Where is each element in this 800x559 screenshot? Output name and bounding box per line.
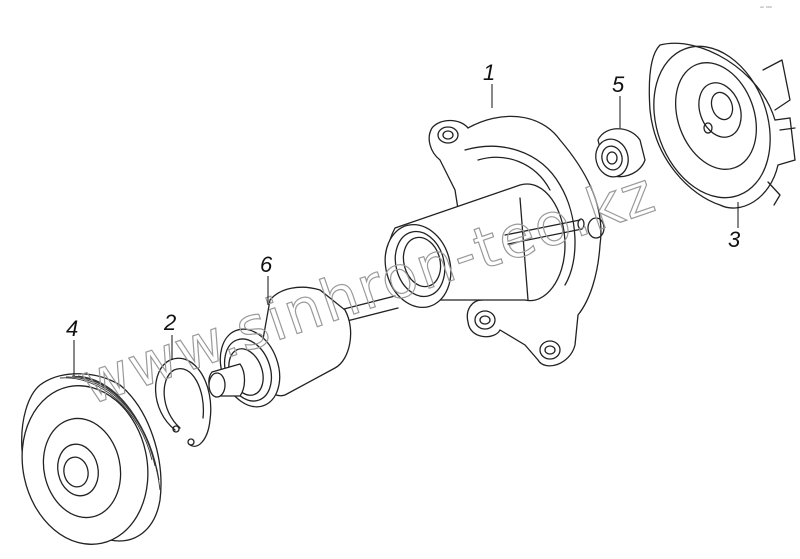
impeller (648, 42, 796, 209)
seal (595, 128, 646, 178)
callout-1: 1 (483, 60, 495, 108)
callout-6: 6 (260, 252, 273, 305)
pulley (21, 373, 162, 545)
callout-4: 4 (66, 316, 78, 376)
pump-housing (384, 115, 605, 367)
callout-label-5: 5 (612, 72, 625, 97)
callout-label-4: 4 (66, 316, 78, 341)
callout-2: 2 (163, 310, 176, 360)
callout-label-1: 1 (483, 60, 495, 85)
bearing-shaft (208, 286, 399, 408)
callout-label-6: 6 (260, 252, 273, 277)
callout-label-2: 2 (163, 310, 176, 335)
retaining-ring (154, 357, 212, 447)
callout-3: 3 (728, 202, 741, 252)
corner-mark: ᵃᵇ ⁰⁰⁰ (760, 6, 772, 12)
callout-5: 5 (612, 72, 625, 128)
callout-label-3: 3 (728, 227, 741, 252)
